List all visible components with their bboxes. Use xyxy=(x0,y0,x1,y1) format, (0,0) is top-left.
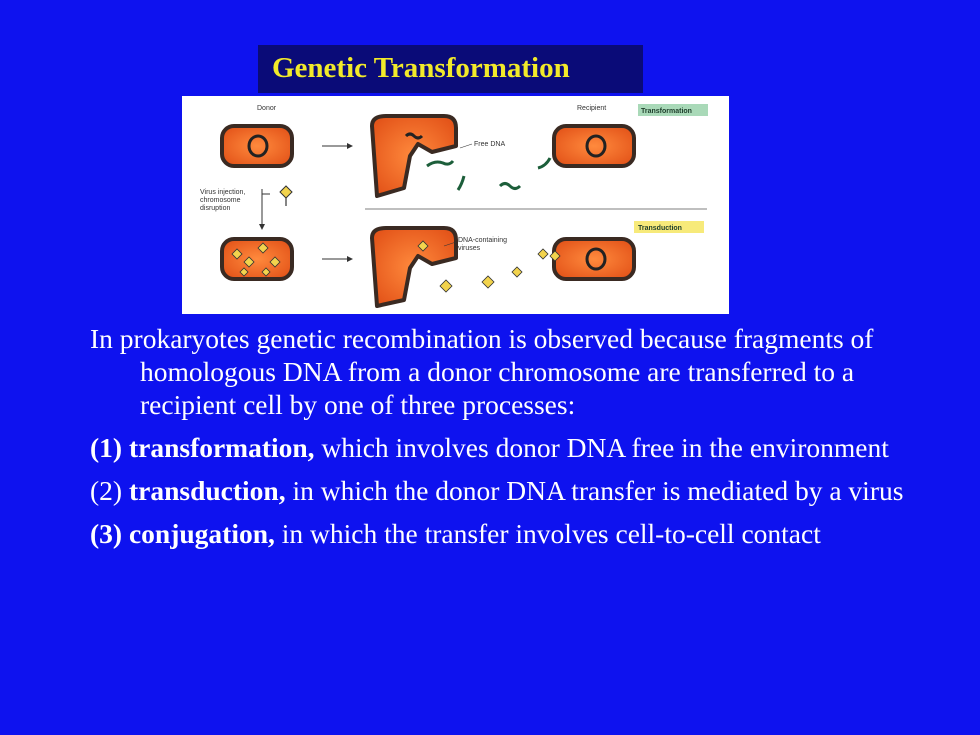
slide-body: In prokaryotes genetic recombination is … xyxy=(90,322,950,560)
lysed-infected-cell xyxy=(370,226,458,308)
item-number: (3) xyxy=(90,518,123,549)
donor-cell xyxy=(220,124,294,168)
transfer-diagram: Donor Recipient Transformation Free xyxy=(182,96,729,314)
free-dna-fragments xyxy=(426,157,552,191)
diagram-svg: Donor Recipient Transformation Free xyxy=(200,104,708,308)
slide-title: Genetic Transformation xyxy=(272,52,570,84)
item-text: which involves donor DNA free in the env… xyxy=(314,432,889,463)
transformation-tag-bg xyxy=(638,104,708,116)
lysed-donor-cell xyxy=(370,114,458,198)
item-text: in which the donor DNA transfer is media… xyxy=(285,475,904,506)
arrow-icon xyxy=(322,143,353,149)
infected-donor-cell xyxy=(220,237,294,281)
dna-viruses-pointer xyxy=(443,241,457,247)
free-dna-label: Free DNA xyxy=(474,141,505,148)
virus-injection-label: Virus injection, chromosome disruption xyxy=(200,189,247,212)
title-box: Genetic Transformation xyxy=(258,45,643,93)
transduction-tag: Transduction xyxy=(638,225,682,232)
item-term: conjugation, xyxy=(128,518,275,549)
released-viruses xyxy=(439,248,549,293)
list-item-conjugation: (3) conjugation, in which the transfer i… xyxy=(90,517,950,550)
virus-icon xyxy=(279,185,293,206)
list-item-transformation: (1) transformation, which involves donor… xyxy=(90,431,950,464)
intro-paragraph: In prokaryotes genetic recombination is … xyxy=(90,323,874,420)
donor-label: Donor xyxy=(257,105,277,112)
item-number: (2) xyxy=(90,475,123,506)
item-term: transduction, xyxy=(128,475,286,506)
free-dna-pointer xyxy=(459,143,473,149)
list-item-transduction: (2) transduction, in which the donor DNA… xyxy=(90,474,950,507)
dna-viruses-label: DNA-containing viruses xyxy=(458,237,509,252)
arrow-icon xyxy=(322,256,353,262)
down-arrow-icon xyxy=(259,189,270,230)
recipient-cell-transformation xyxy=(552,124,636,168)
transduction-tag-bg xyxy=(634,221,704,233)
item-term: transformation, xyxy=(128,432,315,463)
transformation-tag: Transformation xyxy=(641,108,692,115)
recipient-label: Recipient xyxy=(577,105,606,112)
item-text: in which the transfer involves cell-to-c… xyxy=(274,518,821,549)
item-number: (1) xyxy=(90,432,123,463)
recipient-cell-transduction xyxy=(549,237,636,281)
